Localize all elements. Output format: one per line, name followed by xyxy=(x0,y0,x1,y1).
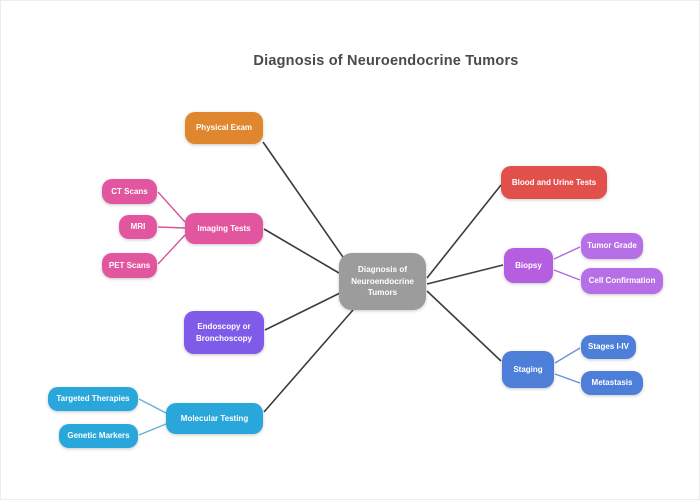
node-cell-confirmation[interactable]: Cell Confirmation xyxy=(581,268,663,294)
node-genetic-markers[interactable]: Genetic Markers xyxy=(59,424,138,448)
node-metastasis[interactable]: Metastasis xyxy=(581,371,643,395)
edge-physical-exam-center xyxy=(262,141,346,261)
node-blood-urine-tests[interactable]: Blood and Urine Tests xyxy=(501,166,607,199)
node-stages-i-iv[interactable]: Stages I-IV xyxy=(581,335,636,359)
node-biopsy[interactable]: Biopsy xyxy=(504,248,553,283)
node-mri[interactable]: MRI xyxy=(119,215,157,239)
node-targeted-therapies[interactable]: Targeted Therapies xyxy=(48,387,138,411)
node-pet-scans[interactable]: PET Scans xyxy=(102,253,157,278)
edge-targeted-molecular xyxy=(138,398,167,414)
edge-molecular-center xyxy=(263,309,354,413)
diagram-title: Diagnosis of Neuroendocrine Tumors xyxy=(253,53,519,69)
node-center[interactable]: Diagnosis of Neuroendocrine Tumors xyxy=(339,253,426,310)
node-imaging-tests[interactable]: Imaging Tests xyxy=(185,213,263,244)
edge-biopsy-tumorgrade xyxy=(553,246,581,260)
node-staging[interactable]: Staging xyxy=(502,351,554,388)
node-molecular-testing[interactable]: Molecular Testing xyxy=(166,403,263,434)
edge-staging-stages xyxy=(554,347,581,364)
edge-imaging-center xyxy=(263,228,340,274)
edge-endoscopy-center xyxy=(264,292,341,331)
edge-ctscans-imaging xyxy=(157,191,186,223)
edge-staging-metastasis xyxy=(554,373,581,384)
edge-genetic-molecular xyxy=(138,423,167,436)
node-ct-scans[interactable]: CT Scans xyxy=(102,179,157,204)
edge-mri-imaging xyxy=(157,226,186,229)
node-physical-exam[interactable]: Physical Exam xyxy=(185,112,263,144)
node-endoscopy-bronchoscopy[interactable]: Endoscopy or Bronchoscopy xyxy=(184,311,264,354)
edge-center-biopsy xyxy=(426,264,504,285)
node-tumor-grade[interactable]: Tumor Grade xyxy=(581,233,643,259)
edge-center-blood xyxy=(426,184,502,279)
edge-center-staging xyxy=(426,290,502,362)
edge-biopsy-cellconfirmation xyxy=(553,269,581,281)
edge-petscans-imaging xyxy=(157,234,186,265)
